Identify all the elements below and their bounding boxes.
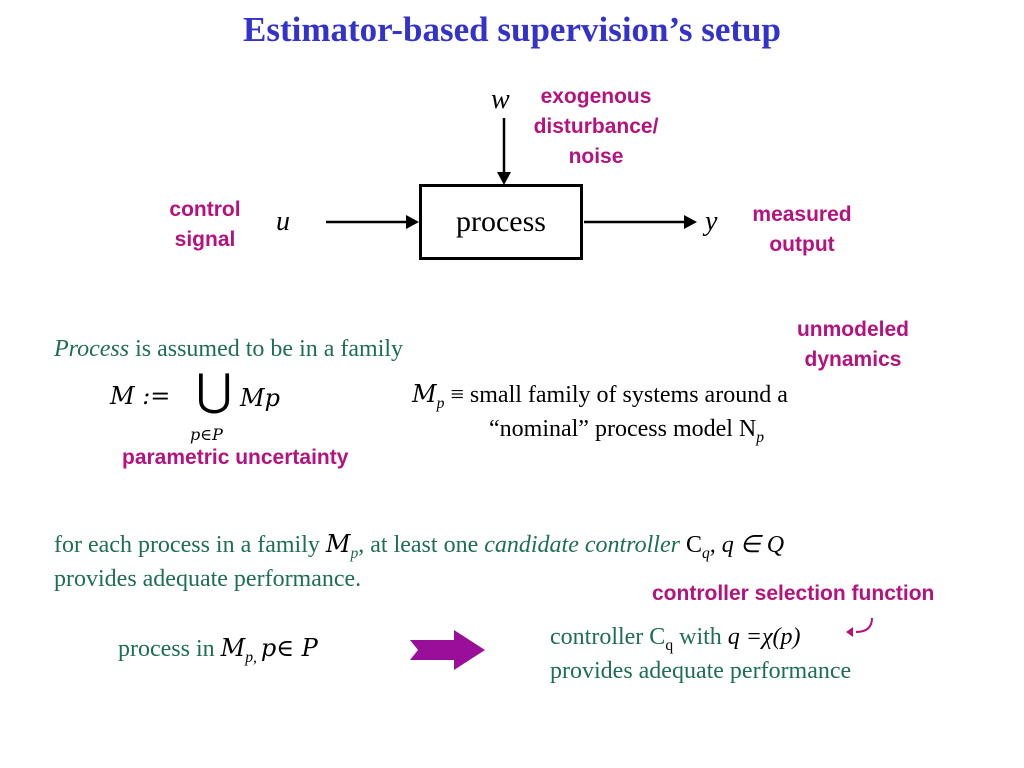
family-sentence: Process is assumed to be in a family (54, 336, 404, 362)
parametric-uncertainty-label: parametric uncertainty (122, 446, 349, 469)
mp-definition: Mp ≡ small family of systems around a (412, 380, 788, 412)
family-formula: M := (110, 382, 171, 410)
controller-result-line2: provides adequate performance (550, 658, 852, 684)
disturbance-label: exogenous disturbance/ noise (533, 85, 659, 168)
input-variable: u (276, 206, 290, 237)
family-formula-rhs: Mp (240, 384, 280, 412)
candidate-sentence: for each process in a family Mp, at leas… (54, 530, 785, 562)
control-signal-label: control signal (169, 198, 241, 251)
process-condition: process in Mp, p∈ P (118, 634, 318, 666)
process-block: process (419, 184, 583, 260)
measured-output-label: measured output (752, 203, 852, 256)
candidate-sentence-line2: provides adequate performance. (54, 566, 362, 592)
mp-definition-line2: “nominal” process model Np (489, 416, 765, 446)
unmodeled-dynamics-label: unmodeled dynamics (796, 318, 909, 371)
union-index: p∈P (190, 425, 223, 444)
selection-function-label: controller selection function (652, 582, 935, 605)
output-variable: y (705, 206, 718, 237)
page-title: Estimator-based supervision’s setup (242, 10, 781, 49)
controller-result: controller Cq with q =χ(p) (550, 624, 801, 654)
union-symbol: ⋃ (196, 366, 233, 415)
implies-arrow-icon (410, 630, 485, 670)
disturbance-variable: w (491, 84, 510, 115)
